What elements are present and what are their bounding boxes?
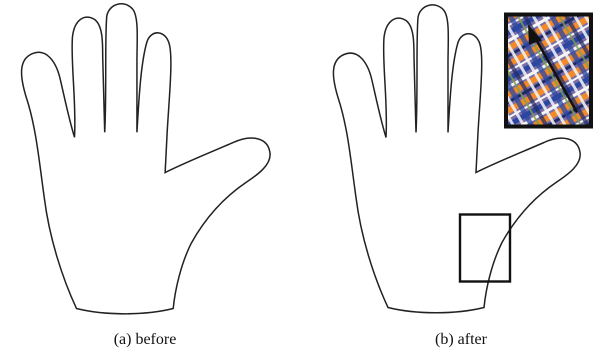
caption-before: (a) before — [45, 331, 245, 349]
zoom-inset — [434, 0, 606, 196]
panel-before — [4, 0, 286, 325]
hand-after-image — [316, 0, 606, 325]
highlight-box — [460, 215, 510, 282]
hand-before-image — [4, 0, 286, 325]
caption-after: (b) after — [361, 331, 561, 349]
panel-after — [316, 0, 606, 325]
